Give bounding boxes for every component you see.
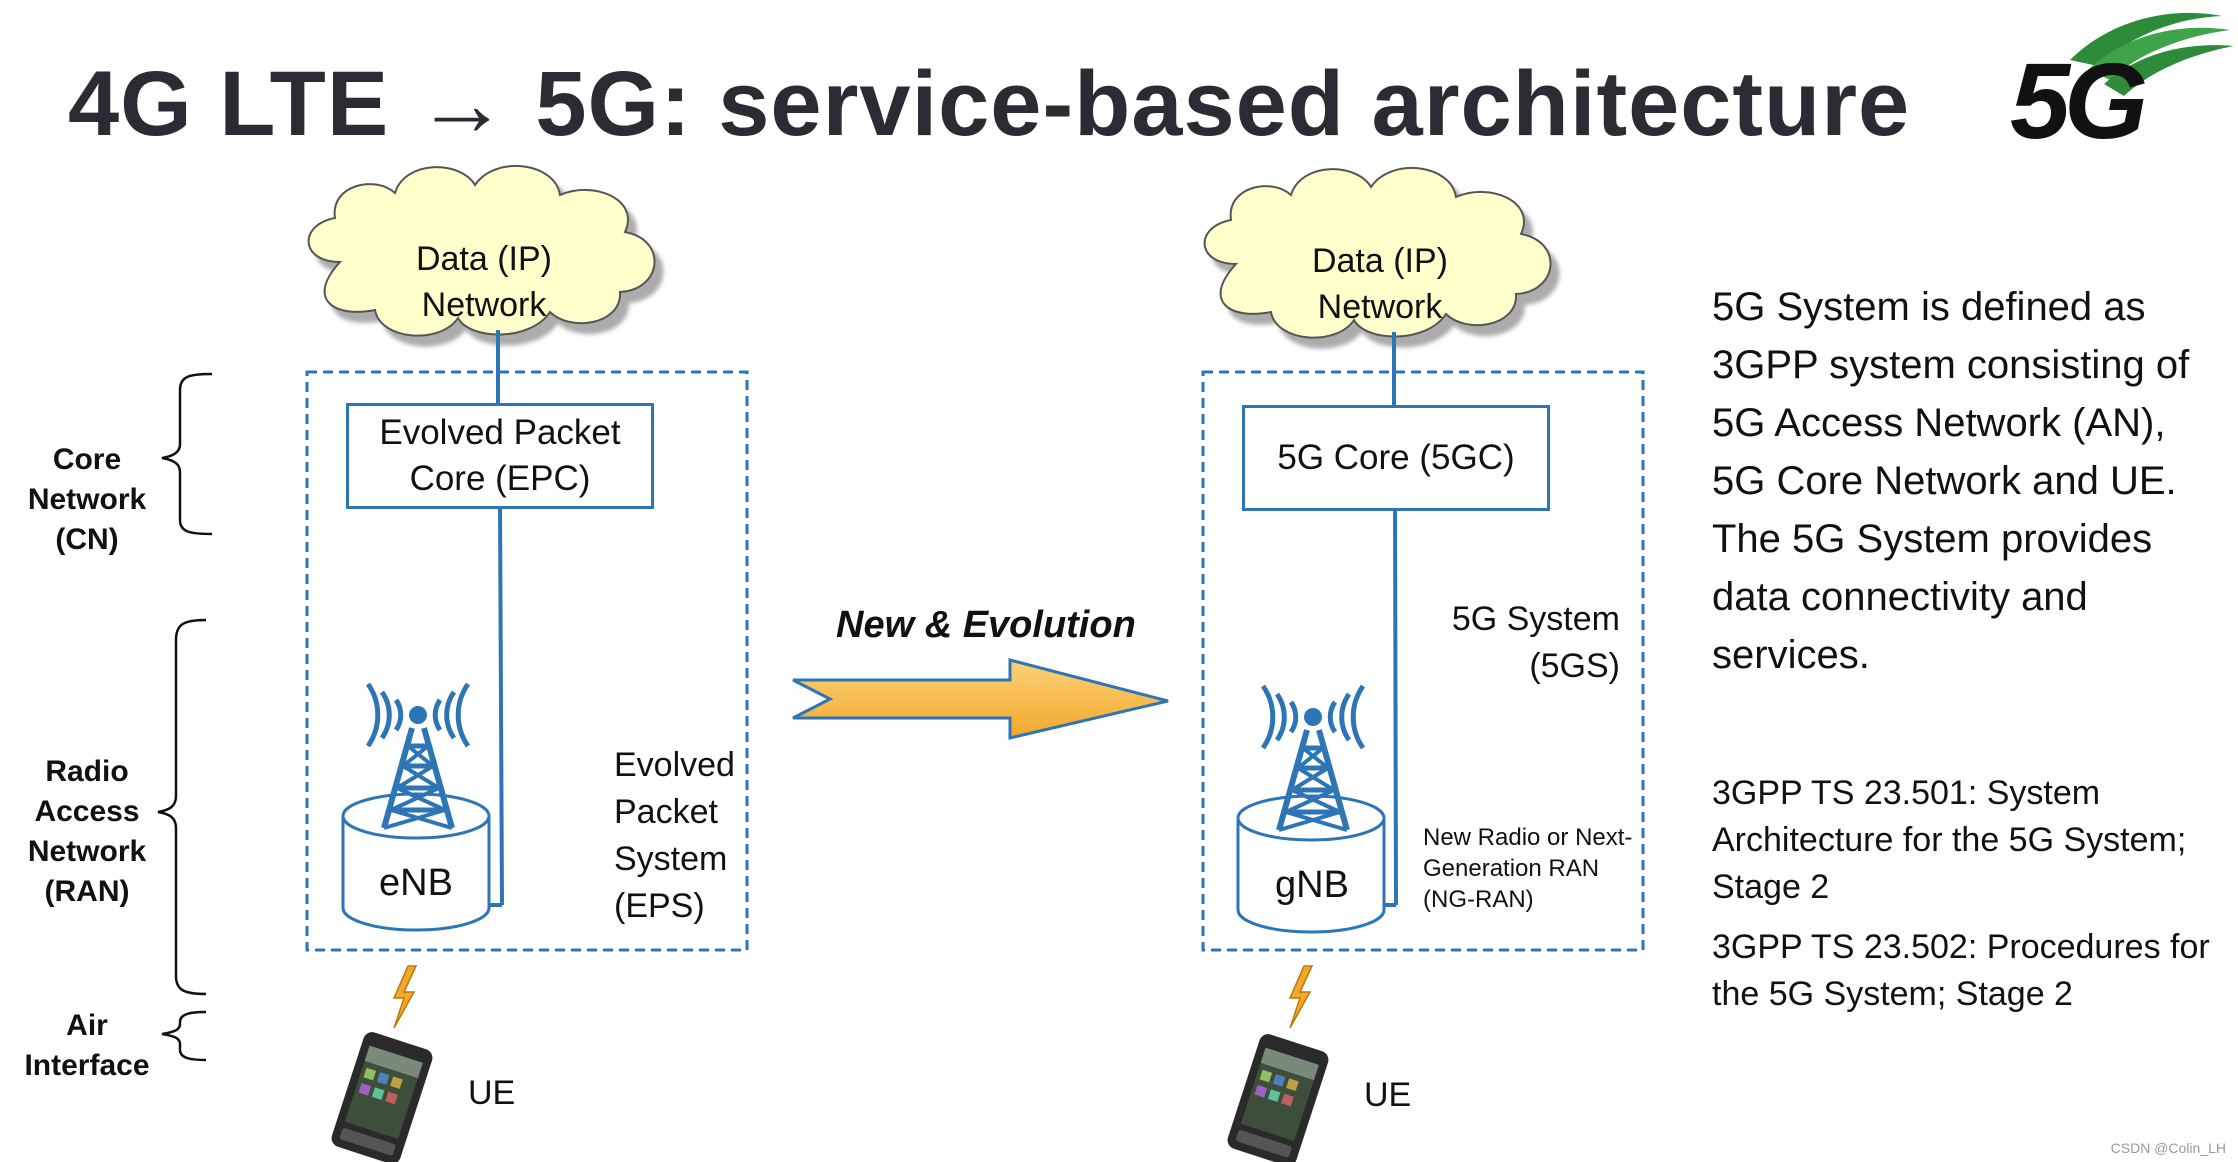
enb-label: eNB <box>379 862 453 904</box>
epc-box: Evolved Packet Core (EPC) <box>346 403 654 509</box>
epc-line2: Core (EPC) <box>409 459 591 498</box>
eps-boundary <box>305 370 749 952</box>
ng-ran-line1: New Radio or Next- <box>1423 824 1633 851</box>
reference-23502: 3GPP TS 23.502: Procedures for the 5G Sy… <box>1712 924 2232 1018</box>
ran-label: Radio Access Network (RAN) <box>27 755 147 908</box>
eps-line1: Evolved <box>614 746 735 784</box>
air-interface-label: Air Interface <box>24 1009 150 1082</box>
bolt-icon-5g <box>1289 965 1313 1029</box>
definition-line: 5G Access Network (AN), <box>1712 401 2166 445</box>
definition-line: 5G Core Network and UE. <box>1712 459 2177 503</box>
page-title: 4G LTE → 5G: service-based architecture <box>68 53 1911 155</box>
5gc-box: 5G Core (5GC) <box>1242 405 1550 511</box>
eps-line3: System <box>614 840 728 878</box>
reference-line: the 5G System; Stage 2 <box>1712 975 2073 1013</box>
watermark: CSDN @Colin_LH <box>2110 1140 2226 1156</box>
cloud-label-4g: Data (IP) Network <box>374 236 594 328</box>
ng-ran-label: New Radio or Next- Generation RAN (NG-RA… <box>1423 822 1632 915</box>
ng-ran-line2: Generation RAN <box>1423 855 1600 882</box>
epc-line1: Evolved Packet <box>379 413 621 452</box>
reference-line: 3GPP TS 23.501: System <box>1712 774 2101 812</box>
phone-icon-5g <box>1225 1031 1331 1162</box>
eps-line2: Packet <box>614 793 718 831</box>
cloud-line2-4g: Network <box>421 286 547 324</box>
data-network-cloud-4g <box>307 164 656 337</box>
phone-icon-4g <box>329 1029 435 1162</box>
cloud-line2-5g: Network <box>1317 288 1443 326</box>
5gs-label: 5G System (5GS) <box>1440 596 1620 690</box>
definition-line: services. <box>1712 633 1870 677</box>
5gs-boundary <box>1201 370 1645 952</box>
reference-line: 3GPP TS 23.502: Procedures for <box>1712 928 2210 966</box>
definition-line: 3GPP system consisting of <box>1712 343 2190 387</box>
eps-line4: (EPS) <box>614 887 705 925</box>
ue-label-5g: UE <box>1364 1076 1412 1114</box>
bolt-icon-4g <box>393 965 417 1029</box>
cloud-line1-5g: Data (IP) <box>1311 242 1449 280</box>
evolution-label: New & Evolution <box>836 604 1136 646</box>
eps-label: Evolved Packet System (EPS) <box>614 742 735 930</box>
cloud-line1-4g: Data (IP) <box>415 240 553 278</box>
bracket-core-network <box>161 372 213 536</box>
reference-line: Architecture for the 5G System; <box>1712 821 2187 859</box>
reference-23501: 3GPP TS 23.501: System Architecture for … <box>1712 770 2232 911</box>
definition-line: 5G System is defined as <box>1712 285 2146 329</box>
5gs-line1: 5G System <box>1451 600 1620 638</box>
gnb-label: gNB <box>1275 864 1349 906</box>
definition-line: data connectivity and <box>1712 575 2088 619</box>
5g-logo-icon <box>2070 12 2234 96</box>
evolution-arrow <box>792 658 1169 740</box>
data-network-cloud-5g <box>1203 166 1552 339</box>
definition-text: 5G System is defined as 3GPP system cons… <box>1712 278 2232 684</box>
reference-line: Stage 2 <box>1712 868 1830 906</box>
cloud-label-5g: Data (IP) Network <box>1270 238 1490 330</box>
bracket-ran <box>157 618 207 996</box>
5gs-line2: (5GS) <box>1529 647 1620 685</box>
definition-line: The 5G System provides <box>1712 517 2153 561</box>
bracket-air-interface <box>161 1010 207 1062</box>
core-network-label: Core Network (CN) <box>27 443 147 556</box>
ue-label-4g: UE <box>468 1074 516 1112</box>
5g-logo-text: 5G <box>2010 40 2148 161</box>
ng-ran-line3: (NG-RAN) <box>1423 886 1534 913</box>
